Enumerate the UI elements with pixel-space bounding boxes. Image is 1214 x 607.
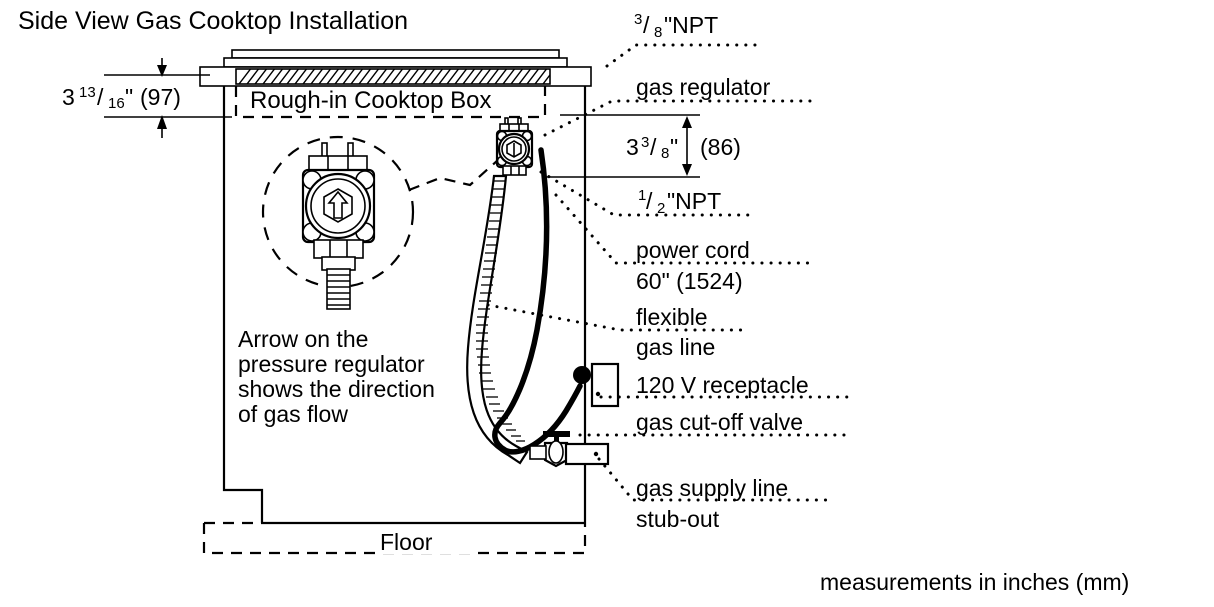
note-line-1: Arrow on the — [238, 326, 368, 352]
callout-npt-38: 3 / 8 "NPT — [634, 11, 718, 41]
power-cord — [492, 147, 591, 455]
leader-power-cord — [554, 193, 812, 265]
gas-cut-off-valve — [529, 431, 610, 468]
leader-npt-12 — [539, 170, 754, 217]
callout-receptacle: 120 V receptacle — [636, 372, 809, 398]
callout-flexible-gas-line: flexible gas line — [636, 304, 715, 360]
regulator-detail-circle — [261, 135, 499, 289]
callout-gas-supply-stub: gas supply line stub-out — [636, 475, 788, 532]
dim-metric-2: (86) — [700, 134, 741, 160]
dim-denominator-1: 16 — [108, 95, 125, 112]
footer-note: measurements in inches (mm) — [820, 569, 1129, 595]
dimension-regulator-depth: 3 3 / 8 " (86) — [545, 114, 741, 178]
pressure-regulator-detail — [301, 142, 376, 310]
gas-regulator-in-situ — [495, 117, 534, 176]
cord-plug-icon — [573, 366, 591, 384]
gas-flow-note: Arrow on the pressure regulator shows th… — [238, 326, 435, 427]
note-line-4: of gas flow — [238, 401, 348, 427]
leader-npt-38 — [605, 43, 762, 68]
flexible-line-2: gas line — [636, 334, 715, 360]
leader-gas-regulator — [543, 99, 814, 137]
dimension-label-97: 3 13 / 16 " (97) — [62, 84, 181, 112]
dim-metric-1: (97) — [140, 84, 181, 110]
dim-unit-1: " — [125, 84, 133, 110]
power-cord-line-1: power cord — [636, 237, 750, 263]
dimension-height-above-box: 3 13 / 16 " (97) — [62, 58, 232, 138]
npt38-slash: / — [643, 12, 650, 38]
callout-cutoff-valve: gas cut-off valve — [636, 409, 803, 435]
dimension-label-86: 3 3 / 8 " (86) — [626, 134, 741, 162]
flexible-line-1: flexible — [636, 304, 708, 330]
npt38-text: "NPT — [664, 12, 718, 38]
callout-gas-regulator: gas regulator — [636, 74, 771, 100]
dim-whole-1: 3 — [62, 84, 75, 110]
callout-npt-12: 1 / 2 "NPT — [638, 187, 721, 217]
gas-flow-arrow-icon — [327, 190, 349, 219]
receptacle-box — [590, 362, 620, 408]
npt38-denominator: 8 — [654, 24, 662, 41]
floor: Floor — [202, 521, 587, 555]
flexible-gas-line — [466, 174, 529, 465]
page-title: Side View Gas Cooktop Installation — [18, 7, 408, 35]
countertop-hatch — [235, 68, 551, 85]
leader-flexible-gas-line — [486, 303, 744, 332]
callout-leader-lines — [486, 43, 857, 502]
floor-label: Floor — [380, 529, 433, 555]
note-line-3: shows the direction — [238, 376, 435, 402]
dim-denominator-2: 8 — [661, 145, 669, 162]
stub-line-1: gas supply line — [636, 475, 788, 501]
dim-whole-2: 3 — [626, 134, 639, 160]
npt12-slash: / — [646, 188, 653, 214]
leader-gas-supply-stub — [597, 457, 830, 502]
stub-line-2: stub-out — [636, 506, 720, 532]
npt12-text: "NPT — [667, 188, 721, 214]
dim-slash-2: / — [650, 134, 657, 160]
dim-slash-1: / — [97, 84, 104, 110]
note-line-2: pressure regulator — [238, 351, 425, 377]
rough-in-cooktop-box: Rough-in Cooktop Box — [234, 86, 547, 119]
cooktop-assembly — [199, 49, 592, 87]
npt12-numerator: 1 — [638, 187, 646, 204]
dim-numerator-2: 3 — [641, 134, 649, 151]
npt38-numerator: 3 — [634, 11, 642, 28]
dim-numerator-1: 13 — [79, 84, 96, 101]
rough-in-box-label: Rough-in Cooktop Box — [250, 87, 491, 114]
npt12-denominator: 2 — [657, 200, 665, 217]
dim-unit-2: " — [670, 134, 678, 160]
callout-power-cord: power cord 60" (1524) — [636, 237, 750, 294]
power-cord-line-2: 60" (1524) — [636, 268, 743, 294]
